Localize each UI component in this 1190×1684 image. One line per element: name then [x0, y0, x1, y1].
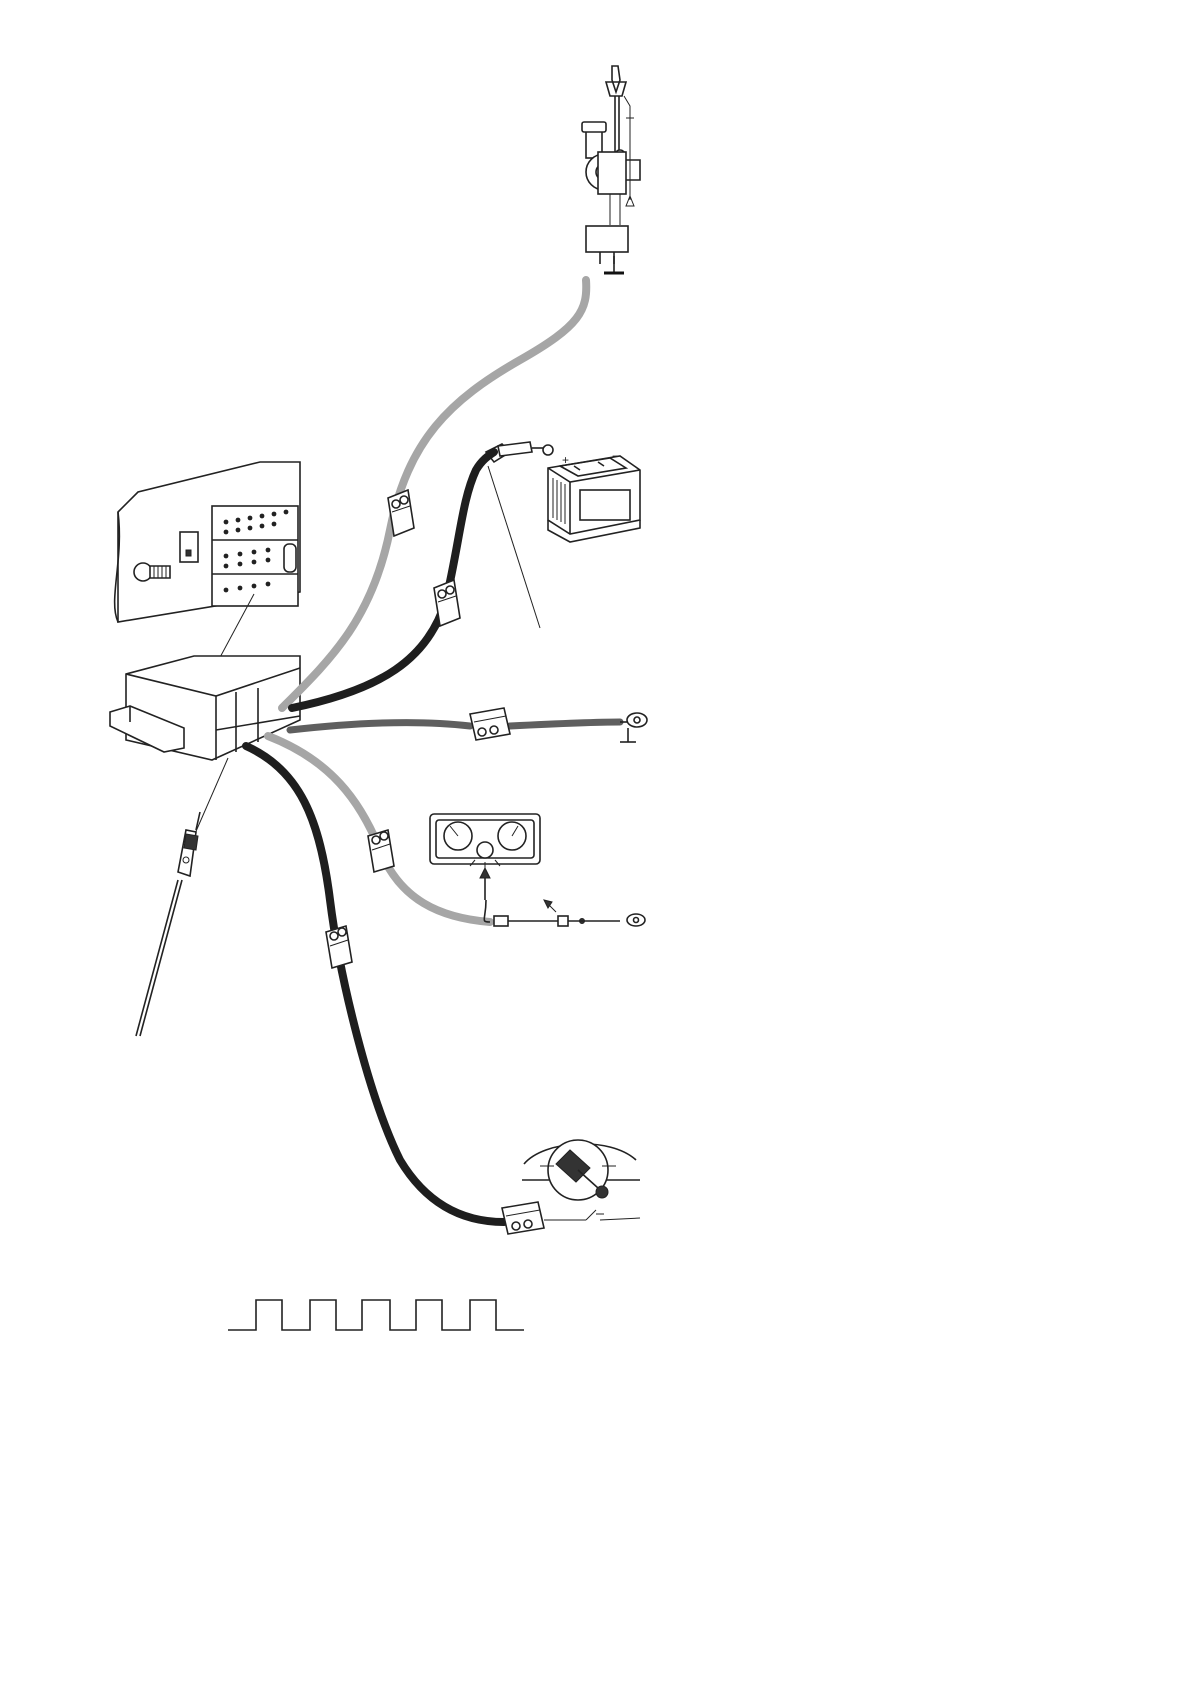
- clamp-ignition-end: [502, 1202, 544, 1234]
- ground-cable: [290, 723, 470, 730]
- iso-connector-icon: [115, 462, 300, 676]
- antenna-plug-icon: [136, 812, 200, 1036]
- power-antenna-icon: [582, 66, 640, 273]
- car-battery-icon: + −: [486, 442, 640, 628]
- antenna-cable: [282, 280, 586, 708]
- clamp-illumination: [368, 830, 394, 872]
- ground-terminal-icon: [620, 713, 647, 742]
- instrument-cluster-icon: [430, 814, 645, 926]
- svg-text:−: −: [612, 449, 619, 463]
- svg-text:+: +: [562, 453, 569, 467]
- clamp-ground: [470, 708, 510, 740]
- clamp-ignition: [326, 926, 352, 968]
- cables: [246, 280, 620, 1222]
- square-wave-icon: [228, 1300, 524, 1330]
